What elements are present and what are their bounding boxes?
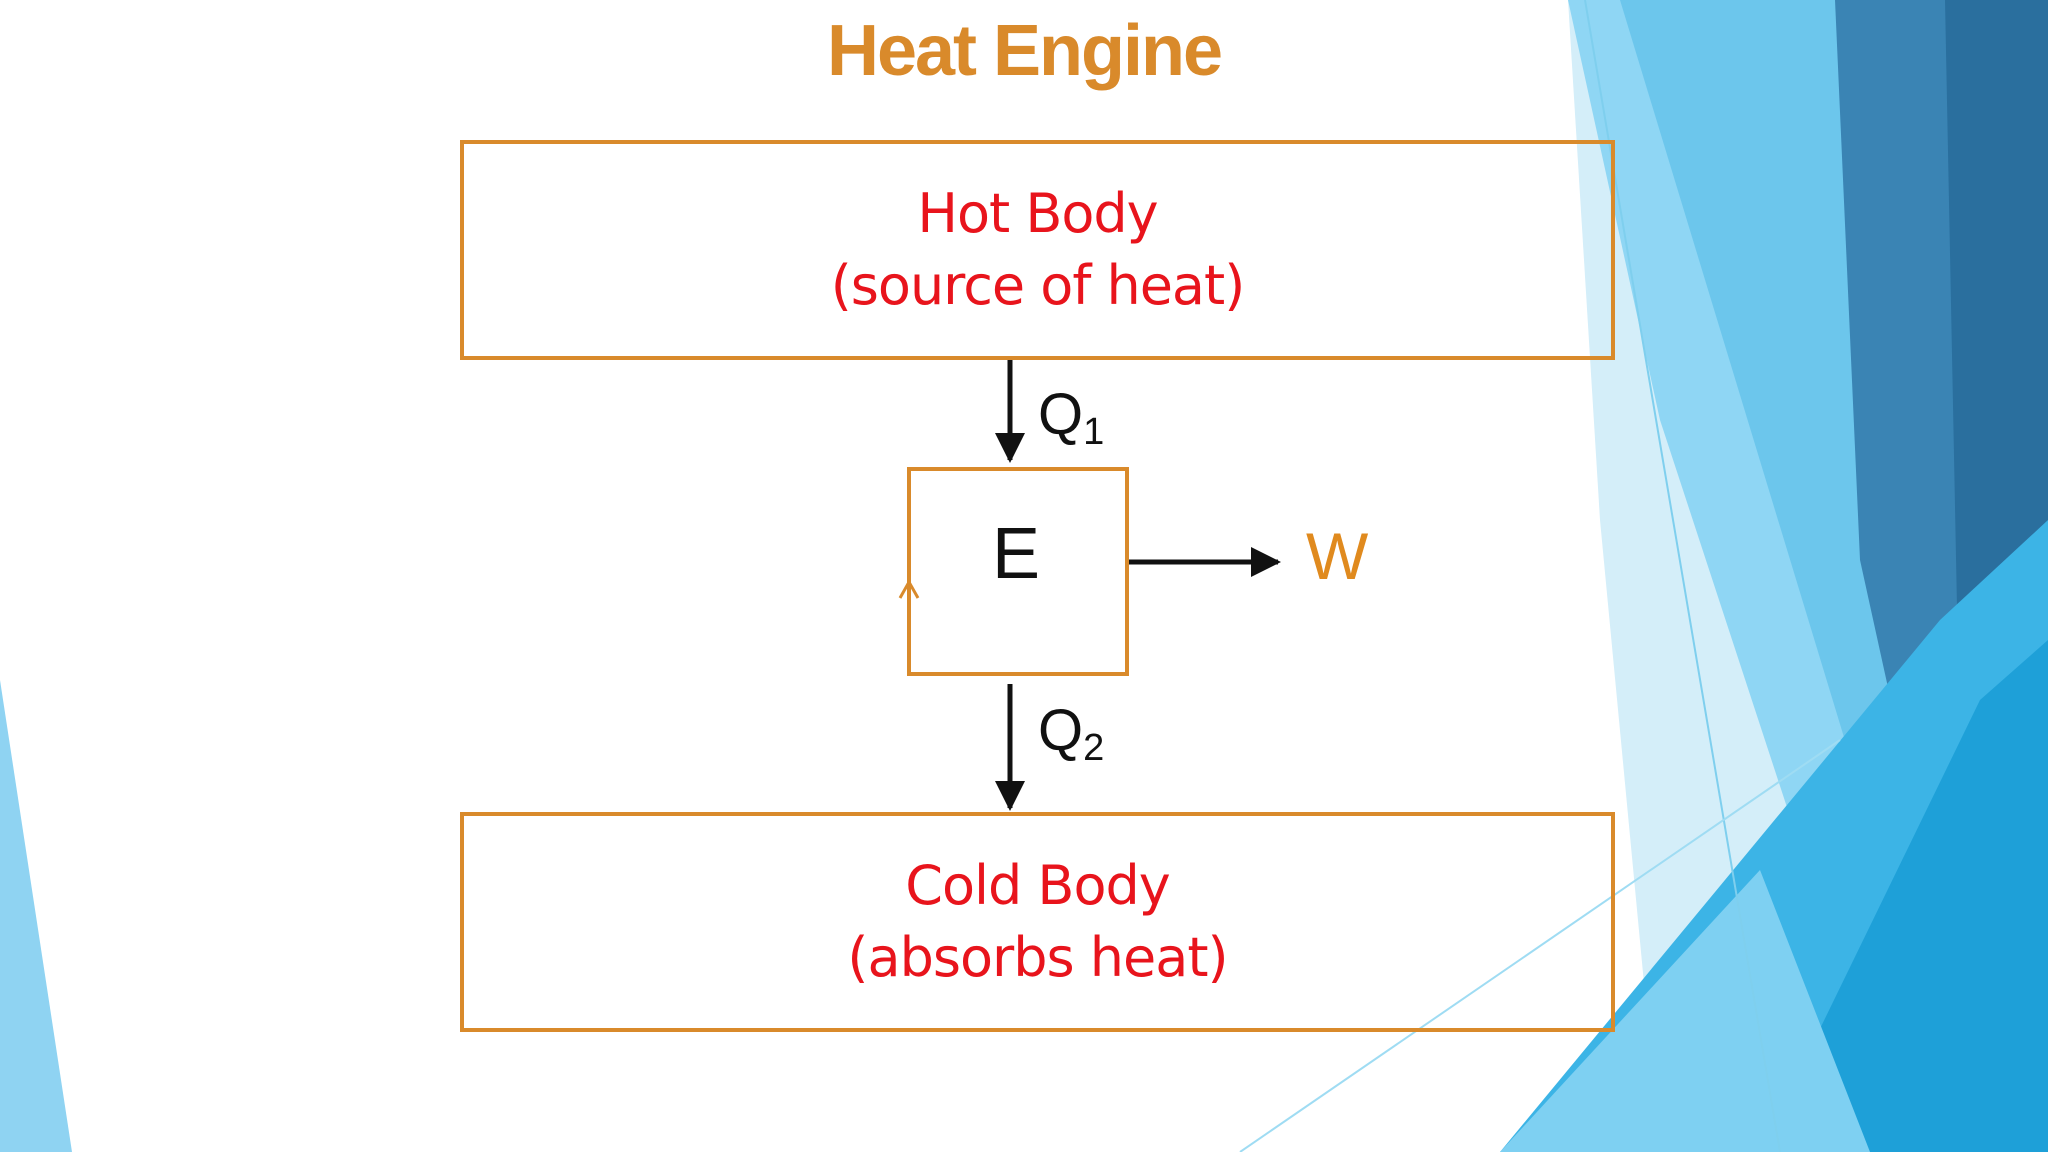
- cold-body-box: Cold Body (absorbs heat): [460, 812, 1615, 1032]
- heat-out-symbol: Q: [1038, 698, 1084, 763]
- hot-body-label: Hot Body: [917, 182, 1158, 245]
- bg-shard-left: [0, 680, 72, 1152]
- engine-box: E: [907, 467, 1129, 676]
- bg-thin-line-1: [1584, 0, 1781, 1152]
- slide-title: Heat Engine: [826, 11, 1223, 91]
- cold-body-label: Cold Body: [905, 854, 1171, 917]
- hot-body-description: (source of heat): [830, 254, 1246, 317]
- cold-body-description: (absorbs heat): [847, 926, 1228, 989]
- bg-thin-line-2: [1239, 739, 1841, 1152]
- engine-label: E: [991, 514, 1041, 594]
- work-label: W: [1306, 519, 1369, 593]
- bg-shard-bottom-deep: [1760, 640, 2048, 1152]
- bg-shard-bottom-light: [1500, 870, 1870, 1152]
- heat-in-label: Q1: [1038, 380, 1105, 453]
- heat-out-subscript: 2: [1083, 727, 1105, 769]
- heat-in-subscript: 1: [1083, 411, 1105, 453]
- heat-out-label: Q2: [1038, 696, 1105, 769]
- engine-cycle-arrow-icon: [898, 578, 920, 599]
- heat-in-symbol: Q: [1038, 382, 1084, 447]
- hot-body-box: Hot Body (source of heat): [460, 140, 1615, 360]
